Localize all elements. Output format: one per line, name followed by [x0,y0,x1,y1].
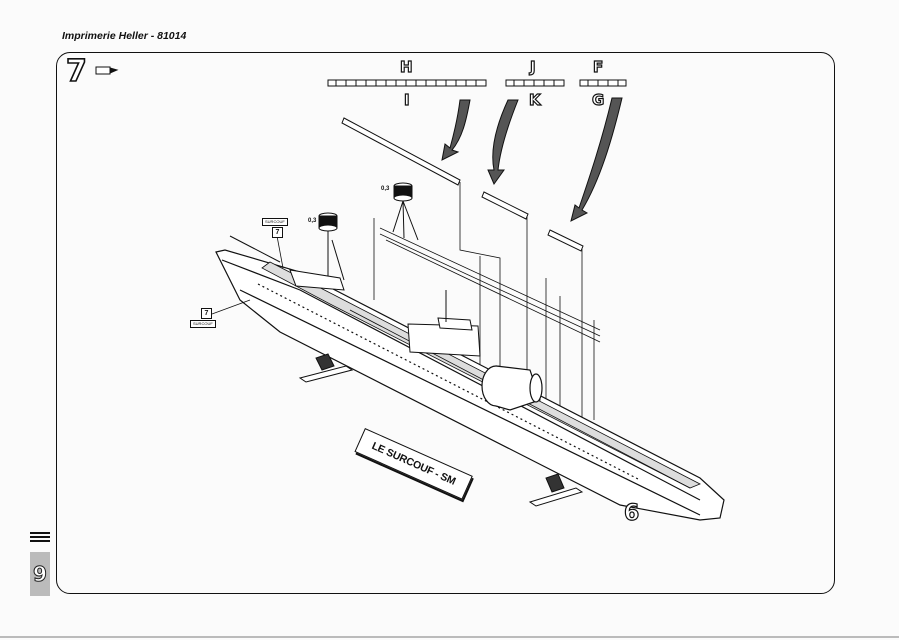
antenna-wires [379,227,601,343]
part-rail-f [579,79,627,87]
page-bottom-edge [0,636,899,638]
callout-number: 7 [272,227,283,238]
tag-leader [276,235,284,269]
conning-tower [407,290,481,357]
callout-tag: SURCOUF [190,320,216,328]
callout-number: 7 [201,308,212,319]
arrow-g [570,97,623,222]
thread-spool-icon [392,182,419,241]
display-stand [298,353,354,383]
thread-spool-icon [318,212,345,282]
part-label-g: G [591,91,605,109]
publisher-header: Imprimerie Heller - 81014 [62,30,187,42]
part-label-h: H [399,58,413,76]
callout-tag: SURCOUF [262,218,288,226]
part-rail-h [327,79,487,87]
instruction-frame [56,52,835,594]
part-rail-j [505,79,565,87]
page-tab-bars [30,532,50,544]
exploded-rail-g [547,229,584,252]
thread-dimension-label: 0,3 [381,186,390,192]
step-number: 7 [65,54,87,89]
part-label-j: J [529,58,536,76]
exploded-rail-i [341,117,461,186]
part-label-k: K [528,91,541,109]
glue-icon [95,66,119,75]
part-label-f: F [592,58,604,76]
display-stand [528,473,584,507]
stand-number: 6 [623,501,640,526]
tag-leader [211,299,251,315]
page-number: 9 [30,552,50,596]
deck-gun [229,235,345,291]
arrow-i [441,99,471,161]
arrow-k [487,99,519,186]
part-label-i: I [403,91,410,109]
exploded-rail-k [481,191,529,220]
page-tab: 9 [30,532,50,596]
hangar-cylinder [481,365,543,411]
thread-dimension-label: 0,3 [308,218,317,224]
